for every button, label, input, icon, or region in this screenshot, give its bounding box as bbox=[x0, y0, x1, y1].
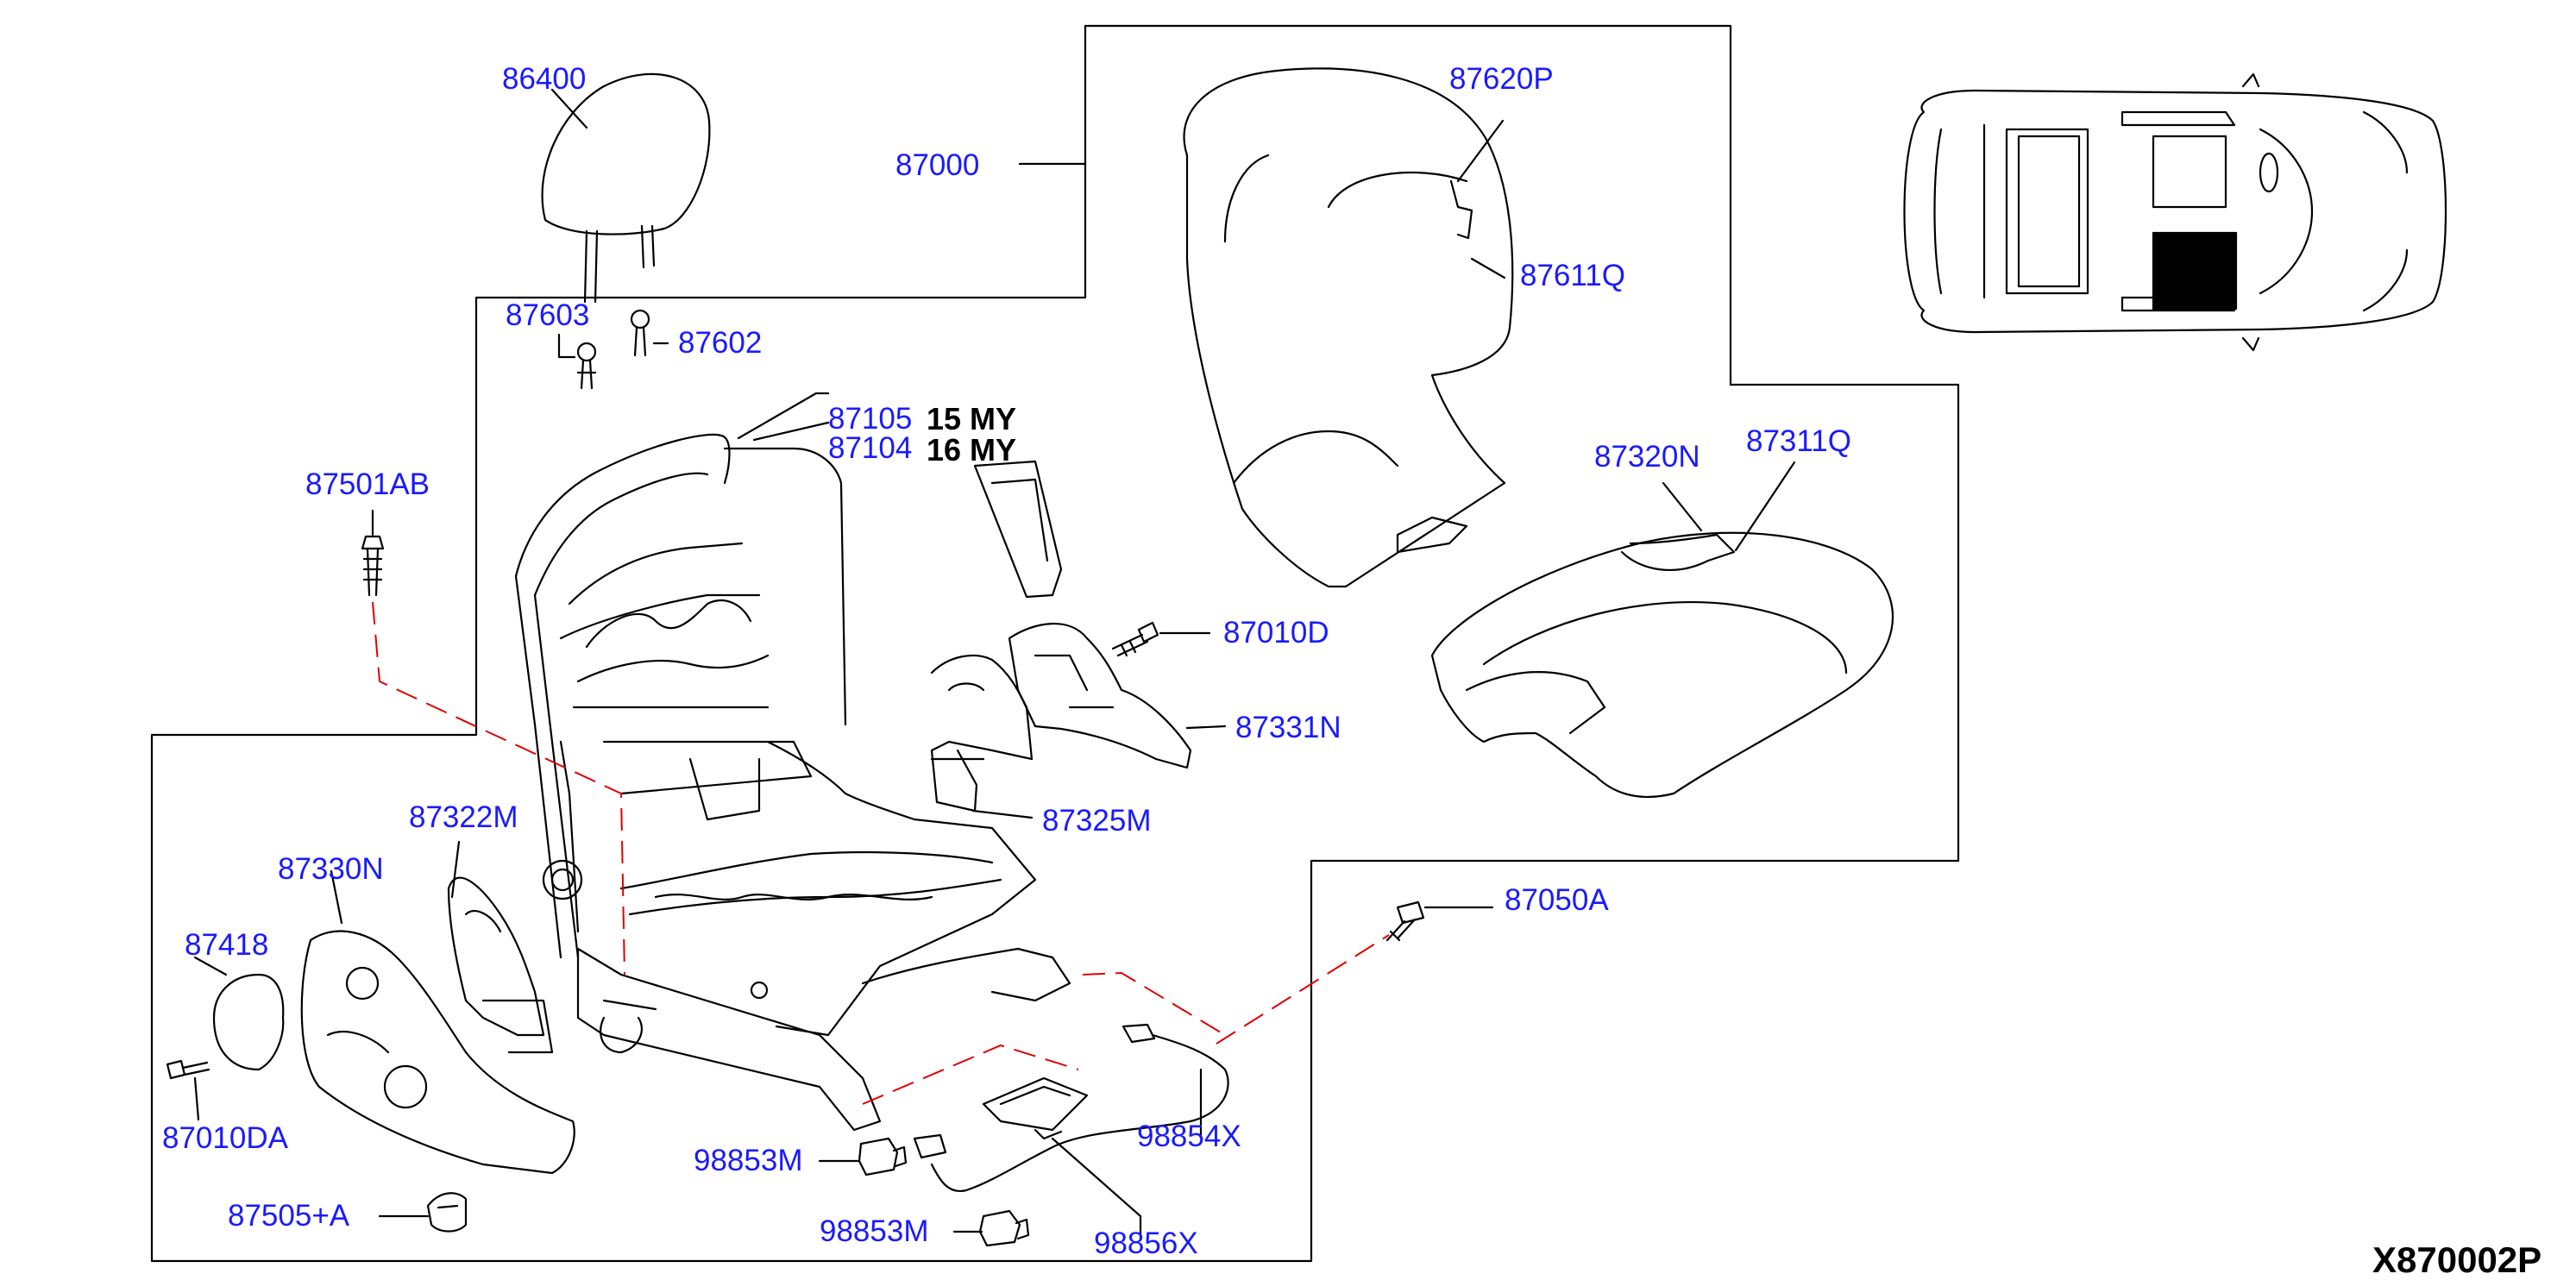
label-87331N[interactable]: 87331N bbox=[1235, 711, 1341, 744]
clip-icon bbox=[426, 1192, 468, 1233]
label-98853M-a[interactable]: 98853M bbox=[694, 1144, 803, 1177]
label-87320N[interactable]: 87320N bbox=[1594, 440, 1700, 474]
label-87322M[interactable]: 87322M bbox=[409, 800, 518, 834]
model-year-note-16: 16 MY bbox=[927, 432, 1017, 467]
label-87418[interactable]: 87418 bbox=[185, 928, 269, 962]
sensor-icon bbox=[978, 1209, 1030, 1247]
label-87620P[interactable]: 87620P bbox=[1449, 62, 1554, 96]
alignment-lines bbox=[372, 601, 1390, 1105]
headrest-icon bbox=[541, 72, 711, 304]
cushion-pad-icon bbox=[1430, 531, 1894, 799]
sensor-icon bbox=[982, 1076, 1089, 1140]
label-98853M-b[interactable]: 98853M bbox=[820, 1214, 929, 1248]
seat-trim-icon bbox=[447, 876, 554, 1054]
label-87611Q[interactable]: 87611Q bbox=[1520, 259, 1625, 292]
diagram-code: X870002P bbox=[2372, 1239, 2542, 1280]
assembly-boundary bbox=[150, 24, 1960, 1263]
label-86400[interactable]: 86400 bbox=[502, 62, 587, 96]
label-87010D[interactable]: 87010D bbox=[1223, 616, 1329, 649]
seat-trim-icon bbox=[300, 930, 575, 1175]
bolt-icon bbox=[166, 1059, 210, 1080]
label-87000[interactable]: 87000 bbox=[895, 148, 980, 182]
label-87010DA[interactable]: 87010DA bbox=[162, 1121, 288, 1155]
seat-trim-icon bbox=[973, 460, 1063, 599]
label-87501AB[interactable]: 87501AB bbox=[305, 467, 430, 501]
label-87505A[interactable]: 87505+A bbox=[228, 1199, 350, 1233]
label-87050A[interactable]: 87050A bbox=[1505, 883, 1609, 917]
clip-icon bbox=[576, 309, 650, 390]
seat-trim-icon bbox=[930, 654, 1034, 813]
model-year-note-15: 15 MY bbox=[927, 401, 1017, 436]
highlighted-seat-position bbox=[2152, 231, 2238, 311]
bolt-icon bbox=[1385, 900, 1425, 942]
bolt-icon bbox=[1111, 621, 1159, 657]
knob-icon bbox=[212, 973, 285, 1071]
seat-trim-icon bbox=[1008, 622, 1192, 769]
label-87330N[interactable]: 87330N bbox=[278, 852, 384, 886]
seat-frame-icon bbox=[514, 433, 1071, 1132]
bolt-icon bbox=[361, 535, 385, 597]
label-87311Q[interactable]: 87311Q bbox=[1746, 424, 1851, 458]
sensor-icon bbox=[858, 1137, 908, 1176]
harness-icon bbox=[913, 1023, 1229, 1193]
label-98856X[interactable]: 98856X bbox=[1094, 1227, 1198, 1260]
label-98854X[interactable]: 98854X bbox=[1137, 1120, 1241, 1153]
label-87602[interactable]: 87602 bbox=[678, 326, 763, 360]
label-87104[interactable]: 87104 bbox=[828, 431, 913, 465]
seatback-pad-icon bbox=[1183, 67, 1514, 588]
vehicle-locator-icon bbox=[1903, 72, 2447, 352]
label-87105[interactable]: 87105 bbox=[828, 402, 913, 436]
label-87603[interactable]: 87603 bbox=[506, 298, 590, 332]
label-87325M[interactable]: 87325M bbox=[1042, 804, 1152, 838]
